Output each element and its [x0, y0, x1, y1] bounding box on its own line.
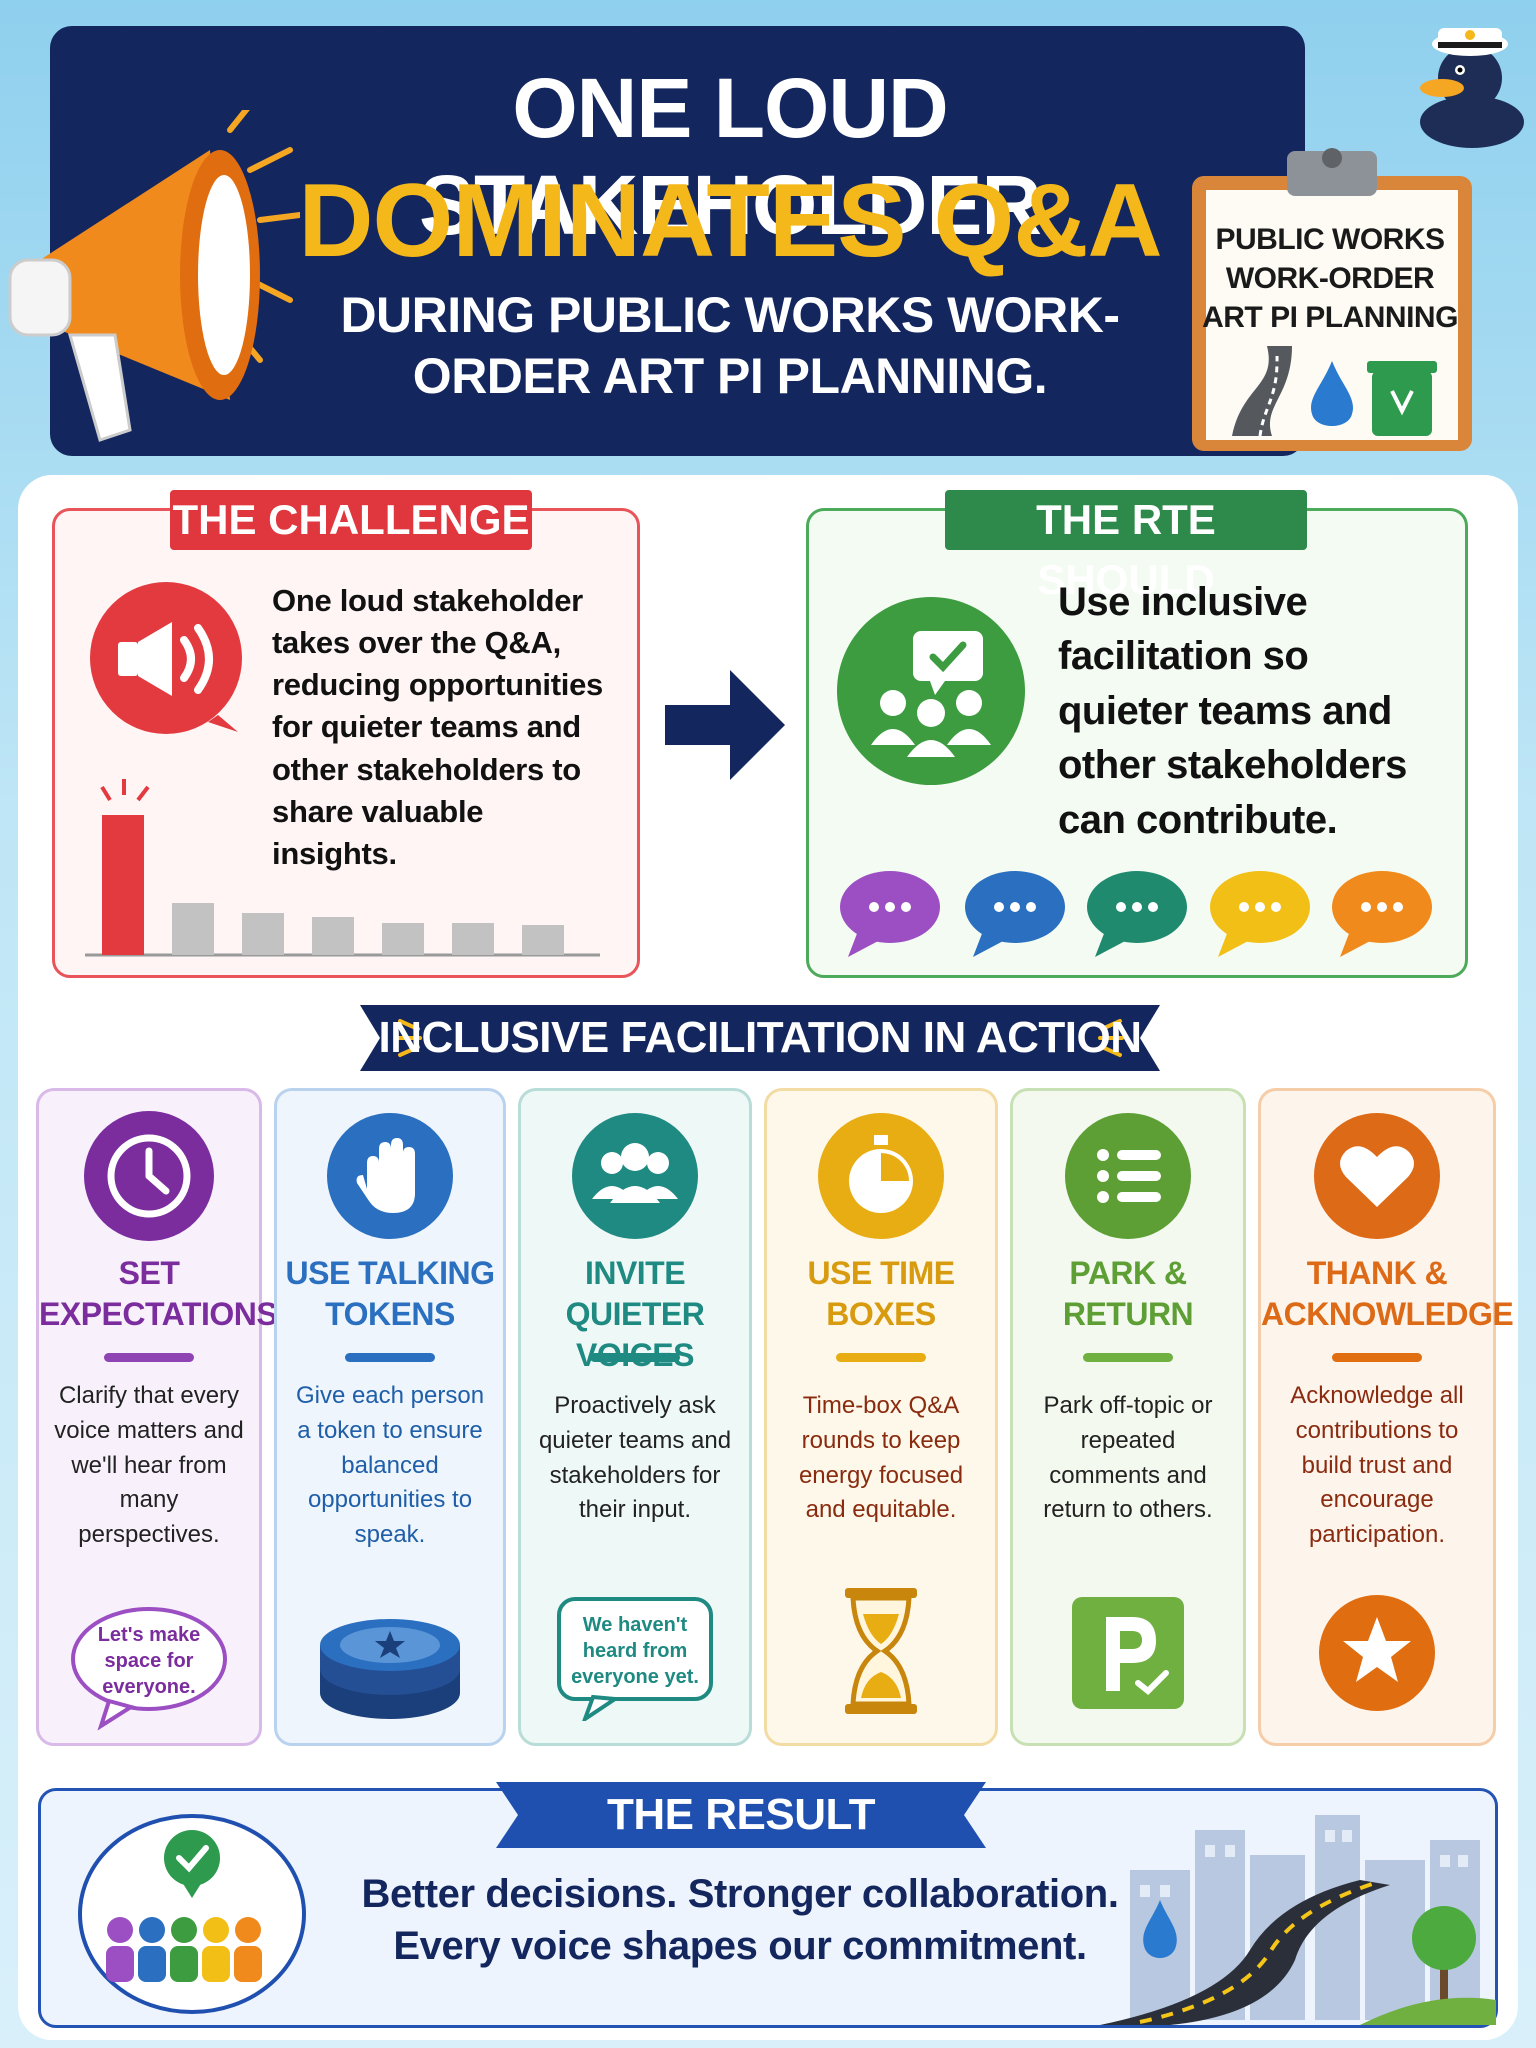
clock-icon: [84, 1111, 214, 1241]
bar-graphic: [85, 779, 600, 957]
card-title: SET EXPECTATIONS: [39, 1255, 278, 1332]
card-body: Acknowledge all contributions to build t…: [1290, 1382, 1464, 1549]
svg-text:We haven't: We haven't: [583, 1614, 688, 1636]
svg-text:Let's make: Let's make: [98, 1624, 201, 1646]
card-title: THANK & ACKNOWLEDGE: [1261, 1255, 1514, 1332]
megaphone-speech-icon: [90, 582, 242, 734]
divider: [1083, 1353, 1173, 1362]
heart-icon: [1314, 1113, 1440, 1239]
challenge-tag: THE CHALLENGE: [170, 490, 532, 550]
card-body: Clarify that every voice matters and we'…: [54, 1382, 244, 1549]
arrow-right-icon: [665, 670, 785, 780]
action-banner: [360, 1005, 1160, 1071]
group-people-icon: [572, 1113, 698, 1239]
card-body: Give each person a token to ensure balan…: [295, 1382, 485, 1549]
teal-bubble-icon: [1087, 871, 1187, 957]
city-road-icon: [1100, 1815, 1496, 2025]
list-icon: [1065, 1113, 1191, 1239]
title-line-1: ONE LOUD STAKEHOLDER: [418, 61, 1042, 252]
card-invite-quieter-voices: INVITE QUIETER VOICES Proactively ask qu…: [518, 1088, 752, 1746]
card-title: PARK & RETURN: [1062, 1255, 1194, 1332]
stopwatch-icon: [818, 1113, 944, 1239]
svg-text:space for: space for: [105, 1650, 194, 1672]
result-text: Better decisions. Stronger collaboration…: [361, 1872, 1119, 1968]
card-title: USE TALKING TOKENS: [285, 1255, 495, 1332]
team-check-icon: [78, 1814, 306, 2014]
result-tag: THE RESULT: [607, 1790, 875, 1839]
speech-bubble-icon: Let's make space for everyone.: [71, 1607, 227, 1731]
blue-bubble-icon: [965, 871, 1065, 957]
header-banner: [50, 26, 1305, 456]
token-stack-icon: [320, 1619, 460, 1719]
challenge-text: One loud stakeholder takes over the Q&A,…: [272, 583, 603, 871]
card-body: Proactively ask quieter teams and stakeh…: [538, 1392, 732, 1524]
card-title: INVITE QUIETER VOICES: [565, 1255, 705, 1373]
card-park-return: PARK & RETURN Park off-topic or repeated…: [1010, 1088, 1246, 1746]
purple-bubble-icon: [840, 871, 940, 957]
card-use-time-boxes: USE TIME BOXES Time-box Q&A rounds to ke…: [764, 1088, 998, 1746]
divider: [345, 1353, 435, 1362]
group-chat-icon: [837, 597, 1025, 785]
card-use-talking-tokens: USE TALKING TOKENS Give each person a to…: [274, 1088, 506, 1746]
action-title: INCLUSIVE FACILITATION IN ACTION: [378, 1013, 1142, 1062]
card-body: Time-box Q&A rounds to keep energy focus…: [798, 1392, 964, 1524]
speech-bubble-icon: We haven't heard from everyone yet.: [557, 1597, 713, 1721]
yellow-bubble-icon: [1210, 871, 1310, 957]
hand-icon: [327, 1113, 453, 1239]
clipboard-icon: [1192, 148, 1472, 451]
card-thank-acknowledge: THANK & ACKNOWLEDGE Acknowledge all cont…: [1258, 1088, 1514, 1746]
parking-icon: [1072, 1597, 1184, 1709]
megaphone-icon: [8, 110, 300, 442]
card-title: USE TIME BOXES: [807, 1255, 955, 1332]
rte-text: Use inclusive facilitation so quieter te…: [1058, 580, 1407, 842]
divider: [590, 1353, 680, 1362]
clipboard-label: PUBLIC WORKS WORK-ORDER ART PI PLANNING: [1202, 223, 1458, 334]
result-banner: [496, 1782, 986, 1848]
title-line-2: DOMINATES Q&A: [298, 163, 1162, 279]
svg-text:everyone yet.: everyone yet.: [571, 1666, 699, 1688]
divider: [104, 1353, 194, 1362]
hourglass-icon: [845, 1588, 917, 1714]
svg-text:heard from: heard from: [583, 1640, 687, 1662]
duck-captain-icon: [1420, 28, 1524, 148]
divider: [836, 1353, 926, 1362]
subtitle: DURING PUBLIC WORKS WORK-ORDER ART PI PL…: [340, 287, 1120, 404]
star-badge-icon: [1319, 1595, 1435, 1711]
card-body: Park off-topic or repeated comments and …: [1043, 1392, 1213, 1524]
card-set-expectations: SET EXPECTATIONS Clarify that every voic…: [36, 1088, 278, 1746]
chat-bubbles-row: [840, 871, 1432, 957]
svg-text:everyone.: everyone.: [102, 1676, 195, 1698]
rte-tag: THE RTE SHOULD: [945, 490, 1307, 603]
divider: [1332, 1353, 1422, 1362]
orange-bubble-icon: [1332, 871, 1432, 957]
